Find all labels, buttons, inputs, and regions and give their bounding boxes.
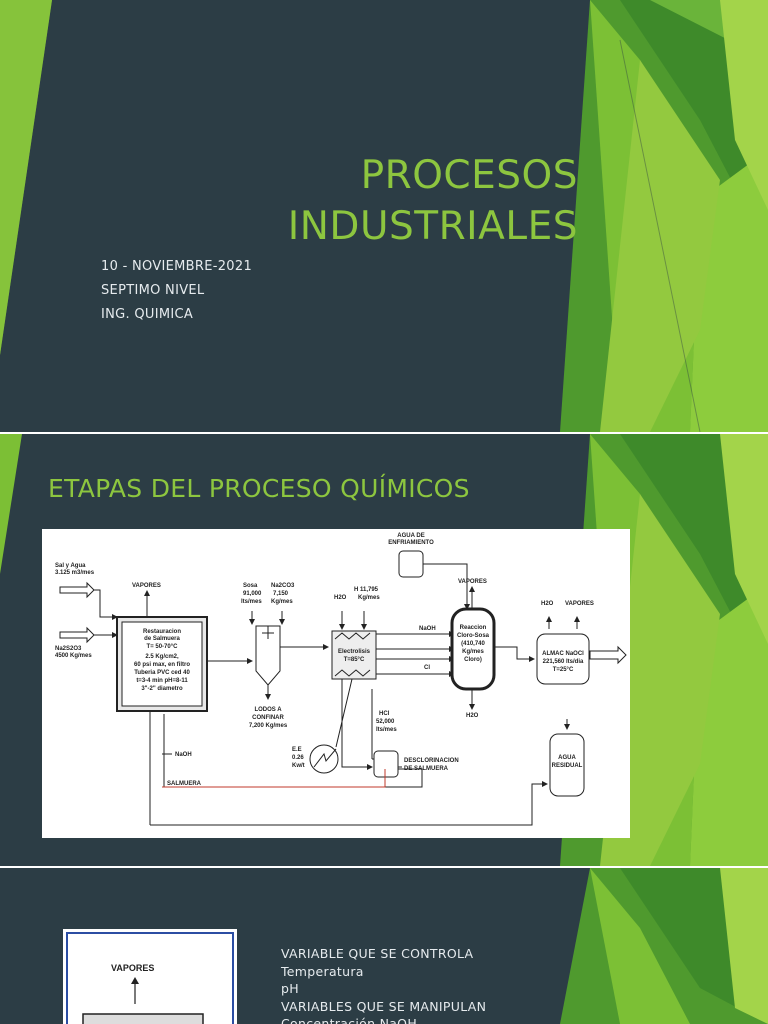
h-flow-label: H 11,795 — [354, 587, 379, 593]
reaccion-line-3: (410,740 — [461, 641, 485, 647]
title-line-1: PROCESOS — [360, 153, 578, 198]
sosa-unit: lts/mes — [241, 599, 262, 605]
almac-line-1: ALMAC NaOCl — [542, 651, 584, 657]
h-flow-unit: Kg/mes — [358, 595, 380, 601]
hcl-unit: lts/mes — [376, 727, 397, 733]
variables-line-3: pH — [281, 981, 299, 996]
restauracion-line-6: Tuberia PVC ced 40 — [134, 670, 190, 676]
ee-label: E.E — [292, 747, 302, 753]
thumb-vapores-label: VAPORES — [111, 963, 154, 973]
restauracion-line-8: 3"-2" diametro — [141, 686, 183, 692]
subtitle: 10 - NOVIEMBRE-2021 SEPTIMO NIVEL ING. Q… — [101, 255, 252, 327]
electrolisis-label: Electrolisis — [338, 649, 371, 655]
thumbnail-svg: VAPORES — [66, 932, 234, 1024]
h2o-bottom-label: H2O — [466, 713, 479, 719]
feed-sal-flow: 3.125 m3/mes — [55, 570, 95, 576]
green-facets-decoration — [560, 868, 768, 1024]
agua-enfriamiento-1: AGUA DE — [397, 533, 424, 539]
variables-line-1: VARIABLE QUE SE CONTROLA — [281, 946, 474, 961]
sosa-value: 91,000 — [243, 591, 262, 597]
subtitle-career: ING. QUIMICA — [101, 307, 194, 322]
restauracion-line-7: t=3-4 min pH=8-11 — [136, 678, 188, 684]
feed-na2s2o3-flow: 4500 Kg/mes — [55, 653, 92, 659]
vapores2-label: VAPORES — [458, 579, 487, 585]
reaccion-line-1: Reaccion — [460, 625, 487, 631]
reaccion-line-4: Kg/mes — [462, 649, 484, 655]
slide-title: PROCESOS INDUSTRIALES 10 - NOVIEMBRE-202… — [0, 0, 768, 432]
agua-residual-line-1: AGUA — [558, 755, 576, 761]
na2co3-label: Na2CO3 — [271, 583, 295, 589]
h2o-label: H2O — [334, 595, 347, 601]
variables-line-2: Temperatura — [281, 963, 364, 979]
diagram-thumbnail: VAPORES — [63, 929, 237, 1024]
almac-vapores-label: VAPORES — [565, 601, 594, 607]
title-line-2: INDUSTRIALES — [287, 204, 578, 249]
restauracion-line-3: T= 50-70°C — [147, 644, 179, 650]
process-flow-diagram: Sal y Agua 3.125 m3/mes Na2S2O3 4500 Kg/… — [42, 529, 630, 838]
green-facets-decoration — [0, 0, 768, 432]
process-flow-svg: Sal y Agua 3.125 m3/mes Na2S2O3 4500 Kg/… — [55, 533, 627, 826]
na2co3-unit: Kg/mes — [271, 599, 293, 605]
ee-value: 0.26 — [292, 755, 304, 761]
slide-title: ETAPAS DEL PROCESO QUÍMICOS — [48, 474, 470, 503]
agua-residual-line-2: RESIDUAL — [552, 763, 583, 769]
slide-etapas: ETAPAS DEL PROCESO QUÍMICOS — [0, 434, 768, 866]
lodos-line-1: LODOS A — [254, 707, 282, 713]
descloracion-line-2: DE SALMUERA — [404, 766, 449, 772]
subtitle-date: 10 - NOVIEMBRE-2021 — [101, 259, 253, 274]
variables-list: VARIABLE QUE SE CONTROLA Temperatura pH … — [281, 945, 486, 1024]
title: PROCESOS INDUSTRIALES — [288, 150, 578, 252]
hcl-label: HCl — [379, 711, 390, 717]
slide-variables: VAPORES VARIABLE QUE SE CONTROLA Tempera… — [0, 868, 768, 1024]
almac-h2o-label: H2O — [541, 601, 554, 607]
na2co3-value: 7,150 — [273, 591, 289, 597]
feed-na2s2o3-label: Na2S2O3 — [55, 646, 82, 652]
variables-line-5: Concentración NaOH — [281, 1016, 418, 1024]
cl-label: Cl — [424, 665, 430, 671]
vapores-label: VAPORES — [132, 583, 161, 589]
variables-line-4: VARIABLES QUE SE MANIPULAN — [281, 998, 487, 1014]
sosa-label: Sosa — [243, 583, 258, 589]
reaccion-line-5: Cloro) — [464, 657, 482, 663]
restauracion-line-5: 60 psi max, en filtro — [134, 662, 190, 668]
restauracion-line-1: Restauracion — [143, 629, 181, 635]
descloracion-line-1: DESCLORINACION — [404, 758, 459, 764]
lodos-line-2: CONFINAR — [252, 715, 284, 721]
subtitle-level: SEPTIMO NIVEL — [101, 283, 205, 298]
almac-line-2: 221,560 lts/dia — [543, 659, 584, 665]
agua-enfriamiento-2: ENFRIAMIENTO — [388, 540, 434, 546]
almac-line-3: T=25°C — [553, 667, 574, 673]
reaccion-line-2: Cloro-Sosa — [457, 633, 490, 639]
electrolisis-temp: T=85°C — [344, 657, 365, 663]
lodos-line-3: 7,200 Kg/mes — [249, 723, 288, 729]
salmuera-label: SALMUERA — [167, 781, 202, 787]
hcl-value: 52,000 — [376, 719, 395, 725]
restauracion-line-2: de Salmuera — [144, 636, 180, 642]
ee-unit: Kw/t — [292, 763, 305, 769]
naoh-label: NaOH — [419, 626, 436, 632]
restauracion-line-4: 2.5 Kg/cm2, — [145, 654, 179, 660]
feed-sal-label: Sal y Agua — [55, 563, 86, 569]
naoh-left-label: NaOH — [175, 752, 192, 758]
